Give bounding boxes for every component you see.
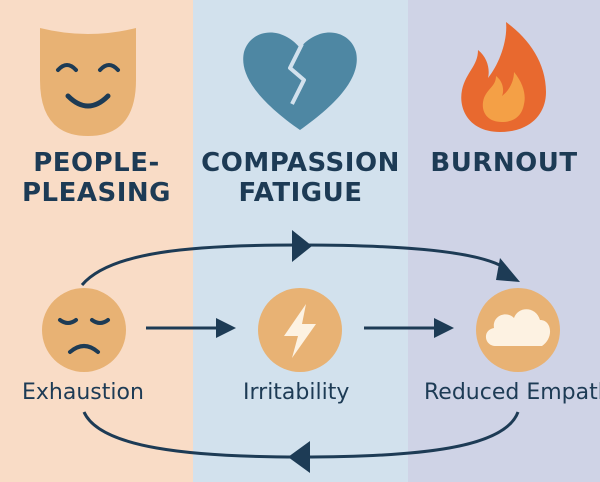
lightning-icon: [258, 288, 342, 372]
arrow-irritability-to-reduced-empathy: [434, 318, 454, 338]
column-title-compassion-fatigue: COMPASSION FATIGUE: [201, 148, 400, 208]
mask-icon: [40, 28, 136, 136]
cloud-icon: [476, 288, 560, 372]
cycle-label-reduced-empathy: Reduced Empathy: [424, 380, 600, 405]
column-burnout: BURNOUT: [408, 0, 600, 482]
sad-face-icon: [42, 288, 126, 372]
column-people-pleasing: PEOPLE- PLEASING: [0, 0, 193, 482]
arrow-head-top: [292, 230, 312, 262]
cycle-arrows: [80, 230, 520, 473]
column-title-people-pleasing: PEOPLE- PLEASING: [21, 148, 171, 208]
cycle-label-exhaustion: Exhaustion: [22, 380, 144, 405]
arrow-exhaustion-to-irritability: [216, 318, 236, 338]
arrow-head-top-right: [496, 258, 520, 282]
cycle-label-irritability: Irritability: [243, 380, 350, 405]
flame-icon: [461, 22, 546, 132]
arrow-head-bottom: [288, 441, 310, 473]
column-compassion-fatigue: COMPASSION FATIGUE: [193, 0, 408, 482]
column-title-burnout: BURNOUT: [430, 148, 578, 178]
broken-heart-icon: [243, 32, 357, 131]
